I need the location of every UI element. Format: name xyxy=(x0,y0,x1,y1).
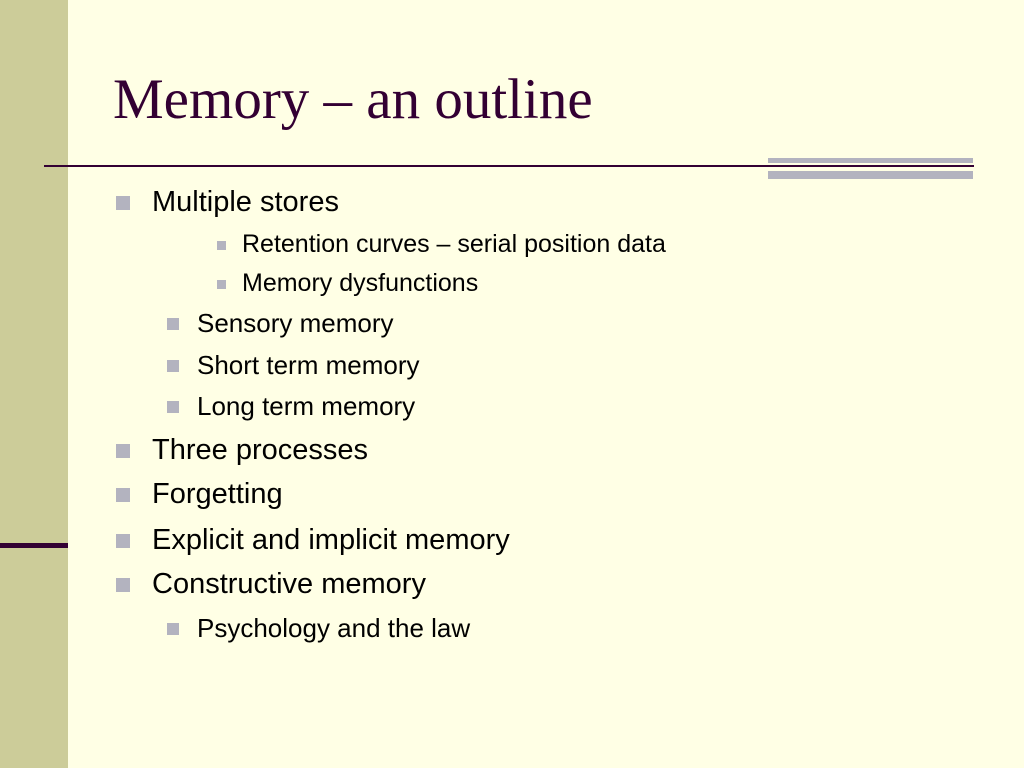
left-accent-line xyxy=(0,543,68,548)
outline-item-retention-curves: Retention curves – serial position data xyxy=(217,229,666,259)
title-divider xyxy=(44,165,974,167)
square-bullet-icon xyxy=(217,280,226,289)
left-side-bar xyxy=(0,0,68,768)
outline-item-constructive-memory: Constructive memory xyxy=(116,567,426,601)
outline-item-psychology-and-law: Psychology and the law xyxy=(167,613,471,643)
outline-item-text: Explicit and implicit memory xyxy=(152,524,510,556)
outline-item-explicit-implicit-memory: Explicit and implicit memory xyxy=(116,523,510,557)
outline-item-sensory-memory: Sensory memory xyxy=(167,308,394,338)
square-bullet-icon xyxy=(167,318,179,330)
outline-item-text: Constructive memory xyxy=(152,568,426,600)
outline-item-text: Long term memory xyxy=(197,391,416,421)
outline-item-text: Psychology and the law xyxy=(197,613,471,643)
square-bullet-icon xyxy=(167,623,179,635)
square-bullet-icon xyxy=(116,488,130,502)
square-bullet-icon xyxy=(116,534,130,548)
outline-item-long-term-memory: Long term memory xyxy=(167,391,416,421)
square-bullet-icon xyxy=(116,578,130,592)
square-bullet-icon xyxy=(167,401,179,413)
outline-item-text: Retention curves – serial position data xyxy=(242,230,666,258)
outline-item-text: Three processes xyxy=(152,434,368,466)
divider-accent-band-bottom xyxy=(768,171,973,179)
slide-title: Memory – an outline xyxy=(113,68,593,131)
square-bullet-icon xyxy=(217,241,226,250)
outline-item-text: Memory dysfunctions xyxy=(242,269,479,297)
square-bullet-icon xyxy=(116,196,130,210)
outline-item-text: Multiple stores xyxy=(152,186,339,218)
outline-item-text: Sensory memory xyxy=(197,308,394,338)
square-bullet-icon xyxy=(167,360,179,372)
outline-item-text: Forgetting xyxy=(152,478,283,510)
square-bullet-icon xyxy=(116,444,130,458)
outline-item-memory-dysfunctions: Memory dysfunctions xyxy=(217,268,479,298)
divider-accent xyxy=(768,158,973,179)
divider-accent-band-top xyxy=(768,158,973,163)
outline-item-multiple-stores: Multiple stores xyxy=(116,185,339,219)
outline-item-three-processes: Three processes xyxy=(116,433,368,467)
outline-item-short-term-memory: Short term memory xyxy=(167,350,420,380)
outline-item-forgetting: Forgetting xyxy=(116,477,283,511)
outline-item-text: Short term memory xyxy=(197,350,420,380)
